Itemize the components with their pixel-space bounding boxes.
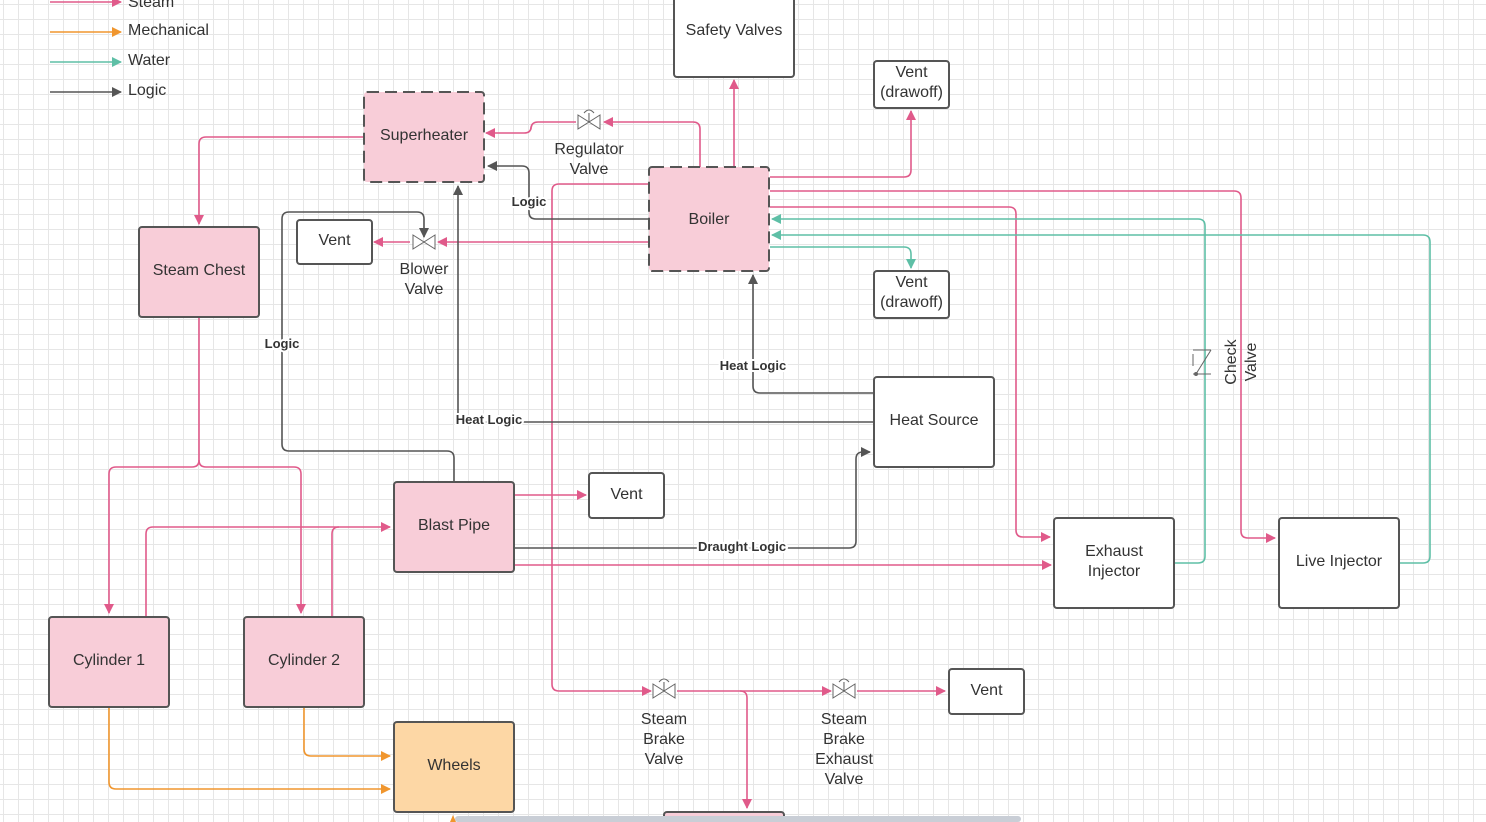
node-label: Wheels bbox=[427, 757, 480, 774]
node-safety-valves[interactable]: Safety Valves bbox=[673, 0, 795, 78]
connector-label-heat-logic-boiler: Heat Logic bbox=[720, 358, 786, 373]
legend-item-water: Water bbox=[50, 52, 171, 69]
node-label: Cylinder 1 bbox=[73, 652, 145, 669]
legend-label-mechanical: Mechanical bbox=[128, 22, 209, 39]
legend-label-water: Water bbox=[128, 52, 171, 69]
logic-heat-source-to-boiler[interactable] bbox=[748, 274, 873, 394]
valve-label-line-2: Valve bbox=[405, 281, 444, 298]
steam-boiler-to-vent-drawoff[interactable] bbox=[770, 110, 916, 178]
regulator-valve-label: Regulator Valve bbox=[554, 141, 624, 178]
valve-label-line-2: Valve bbox=[570, 161, 609, 178]
node-label-line-1: Vent bbox=[895, 64, 928, 81]
check-valve-icon[interactable] bbox=[1192, 349, 1212, 376]
steam-brake-valve-icon[interactable] bbox=[652, 678, 676, 699]
node-cylinder-1[interactable]: Cylinder 1 bbox=[48, 616, 170, 708]
node-cylinder-2[interactable]: Cylinder 2 bbox=[243, 616, 365, 708]
node-label-line-2: Injector bbox=[1088, 563, 1141, 580]
node-live-injector[interactable]: Live Injector bbox=[1278, 517, 1400, 609]
node-exhaust-injector[interactable]: Exhaust Injector bbox=[1053, 517, 1175, 609]
steam-to-brake-cylinder[interactable] bbox=[739, 690, 752, 809]
mech-cylinder-1-to-wheels[interactable] bbox=[108, 707, 391, 794]
node-vent-brake[interactable]: Vent bbox=[948, 668, 1025, 715]
steam-cylinder-1-to-blast-pipe[interactable] bbox=[145, 522, 391, 617]
valve-label-line-1: Steam bbox=[821, 711, 867, 728]
blower-valve-icon[interactable] bbox=[412, 234, 436, 250]
node-boiler[interactable]: Boiler bbox=[648, 166, 770, 272]
legend-label-steam: Steam bbox=[128, 0, 174, 11]
water-exhaust-injector-to-boiler[interactable] bbox=[771, 214, 1206, 564]
check-valve-label: Check Valve bbox=[1223, 338, 1260, 384]
logic-blast-pipe-to-blower-valve[interactable] bbox=[281, 211, 455, 482]
node-label: Boiler bbox=[689, 211, 731, 228]
node-label: Live Injector bbox=[1296, 553, 1383, 570]
legend-item-logic: Logic bbox=[50, 82, 166, 99]
horizontal-scrollbar[interactable] bbox=[455, 816, 1021, 822]
node-label-line-1: Vent bbox=[895, 274, 928, 291]
mechanical-arrow-stub-icon bbox=[450, 815, 456, 822]
water-boiler-to-vent-drawoff[interactable] bbox=[770, 246, 916, 269]
steam-boiler-to-brake-valve[interactable] bbox=[551, 183, 652, 696]
node-wheels[interactable]: Wheels bbox=[393, 721, 515, 813]
node-label: Vent bbox=[318, 232, 351, 249]
valve-label-line-1: Check bbox=[1223, 338, 1240, 384]
connector-label-draught-logic: Draught Logic bbox=[698, 539, 786, 554]
steam-brake-exhaust-valve-icon[interactable] bbox=[832, 678, 856, 699]
steam-regulator-to-superheater[interactable] bbox=[485, 121, 576, 138]
steam-boiler-to-live-injector[interactable] bbox=[770, 190, 1276, 543]
legend-item-mechanical: Mechanical bbox=[50, 22, 209, 39]
node-heat-source[interactable]: Heat Source bbox=[873, 376, 995, 468]
steam-brake-valve-label: Steam Brake Valve bbox=[641, 711, 687, 768]
node-label: Cylinder 2 bbox=[268, 652, 340, 669]
valve-label-line-1: Blower bbox=[400, 261, 450, 278]
node-vent-blower[interactable]: Vent bbox=[296, 219, 373, 265]
valve-label-line-4: Valve bbox=[825, 771, 864, 788]
water-live-injector-to-boiler[interactable] bbox=[771, 230, 1431, 564]
legend-item-steam: Steam bbox=[50, 0, 174, 11]
steam-cylinder-2-to-blast-pipe[interactable] bbox=[331, 526, 340, 617]
legend: Steam Mechanical Water Logic bbox=[50, 0, 209, 99]
node-blast-pipe[interactable]: Blast Pipe bbox=[393, 481, 515, 573]
node-label: Blast Pipe bbox=[418, 517, 490, 534]
node-vent-drawoff-bottom[interactable]: Vent (drawoff) bbox=[873, 270, 950, 319]
node-label-line-2: (drawoff) bbox=[880, 294, 943, 311]
logic-blast-pipe-to-heat-source[interactable] bbox=[514, 447, 871, 549]
connector-label-heat-logic-superheater: Heat Logic bbox=[456, 412, 522, 427]
node-label: Vent bbox=[970, 682, 1003, 699]
regulator-valve-icon[interactable] bbox=[577, 109, 601, 130]
steam-chest-to-cylinder-2[interactable] bbox=[198, 459, 306, 614]
steam-superheater-to-steam-chest[interactable] bbox=[194, 136, 363, 225]
blower-valve-label: Blower Valve bbox=[400, 261, 450, 298]
node-vent-blast[interactable]: Vent bbox=[588, 472, 665, 519]
steam-brake-exhaust-valve-label: Steam Brake Exhaust Valve bbox=[815, 711, 873, 788]
node-label: Safety Valves bbox=[686, 22, 783, 39]
node-label: Steam Chest bbox=[153, 262, 246, 279]
legend-label-logic: Logic bbox=[128, 82, 166, 99]
node-steam-chest[interactable]: Steam Chest bbox=[138, 226, 260, 318]
connector-label-logic-left: Logic bbox=[265, 336, 300, 351]
node-label-line-1: Exhaust bbox=[1085, 543, 1143, 560]
valve-label-line-2: Brake bbox=[823, 731, 865, 748]
node-vent-drawoff-top[interactable]: Vent (drawoff) bbox=[873, 60, 950, 109]
valve-label-line-3: Exhaust bbox=[815, 751, 873, 768]
node-label: Heat Source bbox=[890, 412, 979, 429]
connectors bbox=[104, 79, 1431, 809]
logic-boiler-to-superheater[interactable] bbox=[487, 161, 648, 220]
valve-label-line-3: Valve bbox=[645, 751, 684, 768]
valve-label-line-1: Steam bbox=[641, 711, 687, 728]
valve-label-line-2: Valve bbox=[1243, 342, 1260, 381]
node-label: Superheater bbox=[380, 127, 469, 144]
mech-cylinder-2-to-wheels[interactable] bbox=[303, 707, 391, 761]
node-label: Vent bbox=[610, 486, 643, 503]
node-label-line-2: (drawoff) bbox=[880, 84, 943, 101]
steam-chest-to-cylinder-1[interactable] bbox=[104, 318, 200, 614]
valve-label-line-2: Brake bbox=[643, 731, 685, 748]
logic-heat-source-to-superheater[interactable] bbox=[453, 185, 873, 423]
node-superheater[interactable]: Superheater bbox=[363, 91, 485, 183]
connector-label-logic-superheater: Logic bbox=[512, 194, 547, 209]
valve-label-line-1: Regulator bbox=[554, 141, 624, 158]
steam-boiler-to-regulator-valve[interactable] bbox=[603, 117, 701, 167]
steam-boiler-to-exhaust-injector[interactable] bbox=[770, 206, 1051, 542]
